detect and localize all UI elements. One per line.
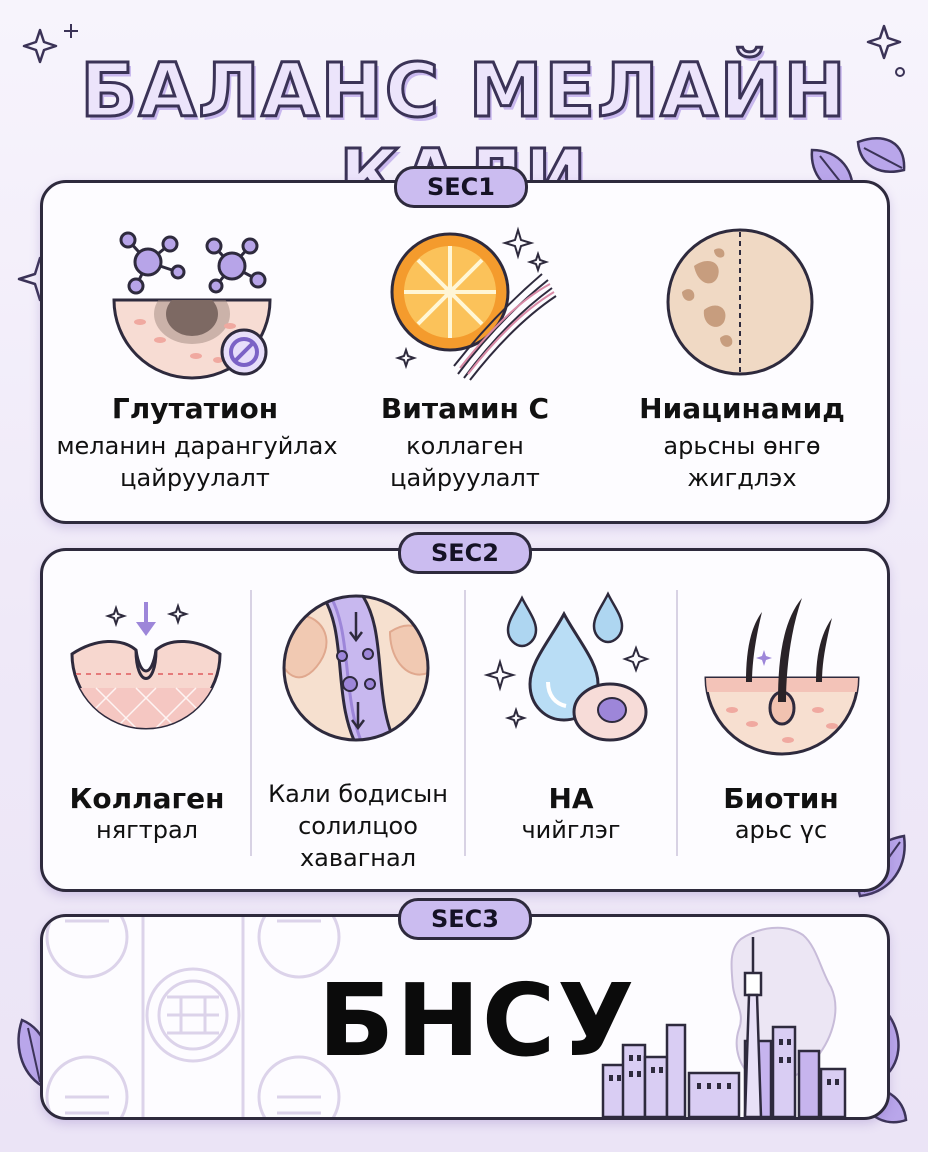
- section-3-label: SEC3: [398, 898, 532, 940]
- item-name-biotin: Биотин: [723, 782, 839, 815]
- seoul-skyline-icon: [601, 937, 847, 1117]
- item-name-vitamin-c: Витамин С: [380, 392, 550, 425]
- item-name-ha: HA: [548, 782, 594, 815]
- item-name-niacinamide: Ниацинамид: [639, 392, 845, 425]
- item-desc-biotin: арьс үс: [734, 816, 828, 844]
- item-name-collagen: Коллаген: [69, 782, 225, 815]
- item-desc-ha: чийглэг: [521, 816, 621, 844]
- orange-slice-icon: [390, 226, 557, 381]
- section-2-label: SEC2: [398, 532, 532, 574]
- item-desc-glutathione-2: цайруулалт: [120, 464, 270, 492]
- divider: [676, 590, 678, 856]
- korean-pattern-icon: [45, 917, 341, 1117]
- hair-follicle-icon: [704, 598, 860, 756]
- item-desc-vitamin-c-1: коллаген: [406, 432, 524, 460]
- item-name-glutathione: Глутатион: [111, 392, 279, 425]
- item-desc-vitamin-c-2: цайруулалт: [390, 464, 540, 492]
- molecule-skin-icon: [112, 231, 272, 380]
- item-desc-niacinamide-2: жигдлэх: [687, 464, 797, 492]
- item-desc-niacinamide-1: арьсны өнгө: [663, 432, 821, 460]
- section-3-headline: БНСУ: [318, 962, 637, 1079]
- collagen-skin-icon: [70, 602, 222, 730]
- section-1-label: SEC1: [394, 166, 528, 208]
- item-desc-collagen: нягтрал: [96, 816, 198, 844]
- section-3-card: [40, 914, 890, 1120]
- skin-tone-sphere-icon: [666, 228, 814, 376]
- divider: [250, 590, 252, 856]
- divider: [464, 590, 466, 856]
- vessel-circulation-icon: [282, 594, 430, 742]
- water-drop-icon: [483, 591, 650, 742]
- item-desc-circulation-2: солилцоо: [298, 812, 418, 840]
- item-desc-circulation-1: Кали бодисын: [268, 780, 448, 808]
- item-desc-circulation-3: хавагнал: [299, 844, 417, 872]
- item-desc-glutathione-1: меланин дарангуйлах: [56, 432, 338, 460]
